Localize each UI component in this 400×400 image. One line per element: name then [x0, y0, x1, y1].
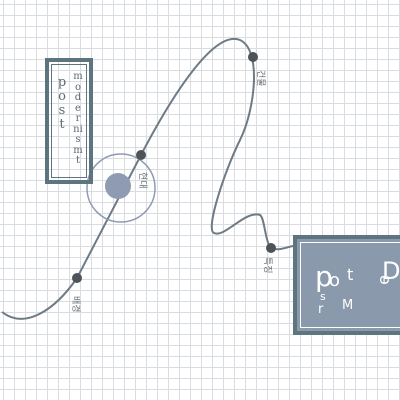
panel-letter-t: t: [347, 265, 354, 284]
panel-letter-s: s: [320, 290, 326, 303]
node-period[interactable]: [136, 150, 146, 160]
node-background[interactable]: [72, 273, 82, 283]
panel-letter-m: M: [342, 298, 354, 313]
node-feature[interactable]: [266, 243, 276, 253]
node-architecture[interactable]: [248, 52, 258, 62]
focus-ring: [86, 153, 156, 223]
concept-box-inner-border: [51, 64, 87, 178]
label-period: 현대: [137, 172, 147, 189]
panel-letter-d: D: [382, 257, 400, 285]
concept-word-post: post: [57, 75, 67, 132]
panel-letter-p: p: [315, 260, 333, 293]
panel-letter-o: o: [329, 270, 341, 291]
concept-box-postmodernism[interactable]: post modernismt: [45, 58, 93, 184]
label-feature: 특징: [262, 257, 272, 274]
concept-word-modernism: modernismt: [73, 71, 83, 166]
focus-node[interactable]: [105, 173, 131, 199]
panel-inner-border: [300, 242, 400, 328]
concept-box-panel[interactable]: p o t s r M e D: [293, 235, 400, 335]
label-background: 배경: [70, 296, 80, 313]
panel-letter-r: r: [318, 302, 324, 317]
label-architecture: 건물: [255, 70, 265, 87]
